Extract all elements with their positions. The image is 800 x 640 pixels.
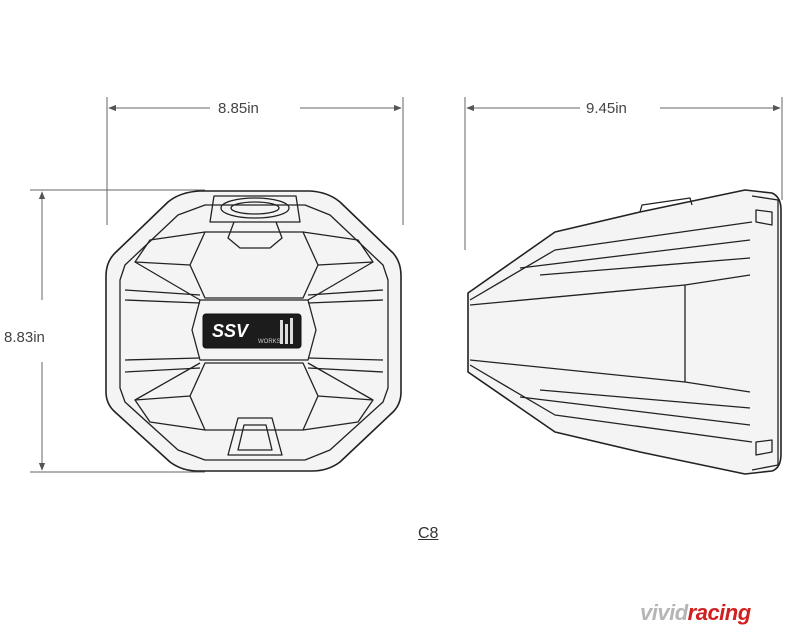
watermark-part2: racing: [687, 600, 752, 625]
dimension-front-height: [30, 189, 205, 473]
dimension-side-depth: [464, 97, 783, 250]
dimension-front-width: [106, 97, 404, 225]
badge-subtext: WORKS: [258, 339, 281, 345]
front-height-label: 8.83in: [4, 329, 45, 346]
ssv-logo-badge: SSV WORKS: [202, 313, 302, 349]
vividracing-watermark: vividracing: [640, 600, 751, 626]
watermark-part1: vivid: [640, 600, 688, 625]
front-width-label: 8.85in: [218, 100, 259, 117]
side-view-pod: [467, 189, 782, 475]
side-depth-label: 9.45in: [586, 100, 627, 117]
figure-caption: C8: [418, 525, 439, 542]
badge-text: SSV: [212, 321, 250, 341]
